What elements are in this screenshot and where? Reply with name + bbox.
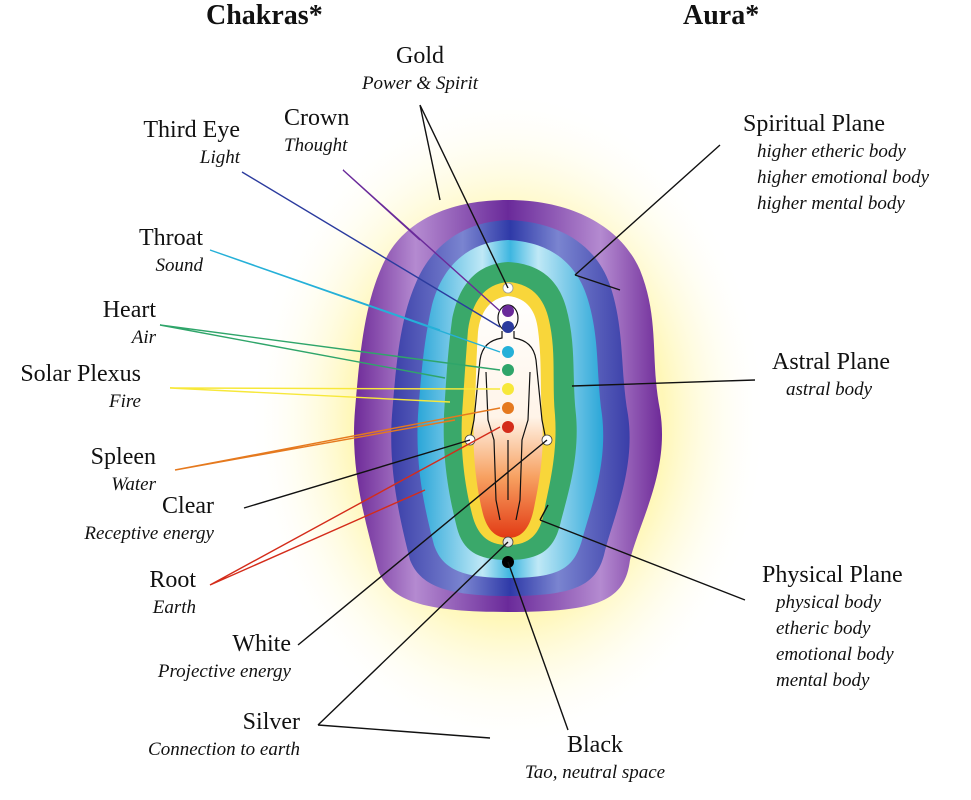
dot-heart: [502, 364, 514, 376]
physical-body-1: etheric body: [776, 618, 871, 639]
label-root-name: Root: [149, 567, 196, 593]
line-solar-plexus: [169, 387, 501, 403]
label-heart-sub: Air: [131, 327, 156, 348]
label-crown-sub: Thought: [284, 135, 348, 156]
leader-lines: [159, 104, 756, 739]
label-spleen-name: Spleen: [90, 444, 156, 470]
label-spiritual-name: Spiritual Plane: [743, 111, 885, 137]
line-root: [209, 426, 501, 586]
label-solar-plexus-sub: Fire: [108, 391, 141, 412]
label-silver-sub: Connection to earth: [148, 739, 300, 760]
label-silver: Silver Connection to earth: [100, 710, 300, 759]
label-third-eye: Third Eye Light: [80, 118, 240, 167]
label-black-sub: Tao, neutral space: [524, 762, 666, 783]
label-spleen: Spleen Water: [40, 445, 156, 494]
spiritual-body-0: higher etheric body: [757, 141, 906, 162]
label-spleen-sub: Water: [111, 474, 156, 495]
label-white-sub: Projective energy: [157, 661, 291, 682]
spiritual-body-2: higher mental body: [757, 193, 905, 214]
physical-body-3: mental body: [776, 670, 870, 691]
label-physical-name: Physical Plane: [762, 562, 903, 588]
aura-header: Aura*: [683, 0, 760, 31]
label-white: White Projective energy: [100, 632, 291, 681]
label-gold: Gold Power & Spirit: [320, 44, 520, 93]
line-white: [297, 439, 548, 646]
label-throat-name: Throat: [139, 225, 203, 251]
line-heart: [159, 324, 501, 379]
label-clear: Clear Receptive energy: [40, 494, 214, 543]
label-white-name: White: [232, 631, 291, 657]
line-physical: [539, 504, 746, 601]
label-astral-plane: Astral Plane astral body: [772, 350, 890, 399]
dot-crown: [502, 305, 514, 317]
label-black-name: Black: [567, 732, 623, 758]
chakras-header: Chakras*: [206, 0, 323, 31]
label-solar-plexus: Solar Plexus Fire: [0, 362, 141, 411]
astral-body-0: astral body: [786, 379, 873, 400]
dot-throat: [502, 346, 514, 358]
line-spiritual: [574, 144, 721, 291]
label-gold-name: Gold: [396, 43, 444, 69]
physical-body-2: emotional body: [776, 644, 894, 665]
dot-solar-plexus: [502, 383, 514, 395]
label-crown-name: Crown: [284, 105, 350, 131]
physical-body-0: physical body: [776, 592, 882, 613]
line-spleen: [174, 407, 501, 471]
label-physical-plane: Physical Plane physical body etheric bod…: [762, 563, 903, 690]
dot-root: [502, 421, 514, 433]
line-astral: [571, 379, 756, 387]
label-clear-name: Clear: [162, 493, 214, 519]
line-crown: [342, 169, 501, 312]
spiritual-body-1: higher emotional body: [757, 167, 930, 188]
label-crown: Crown Thought: [284, 106, 349, 155]
line-throat: [209, 249, 501, 353]
label-solar-plexus-name: Solar Plexus: [20, 361, 141, 387]
line-gold: [419, 104, 509, 289]
label-third-eye-sub: Light: [199, 147, 240, 168]
line-third-eye: [241, 171, 501, 328]
label-root: Root Earth: [60, 568, 196, 617]
line-black: [507, 561, 569, 731]
label-throat-sub: Sound: [155, 255, 204, 276]
aura-layer-core: [473, 296, 543, 538]
dot-spleen: [502, 402, 514, 414]
label-gold-sub: Power & Spirit: [361, 73, 479, 94]
label-clear-sub: Receptive energy: [84, 523, 214, 544]
label-root-sub: Earth: [152, 597, 196, 618]
label-astral-name: Astral Plane: [772, 349, 890, 375]
label-silver-name: Silver: [242, 709, 300, 735]
label-heart: Heart Air: [40, 298, 156, 347]
label-throat: Throat Sound: [60, 226, 203, 275]
label-spiritual-plane: Spiritual Plane higher etheric body high…: [743, 112, 929, 213]
line-clear: [243, 439, 471, 509]
line-silver: [317, 541, 509, 739]
label-heart-name: Heart: [102, 297, 156, 323]
label-third-eye-name: Third Eye: [143, 117, 240, 143]
dot-third-eye: [502, 321, 514, 333]
label-black: Black Tao, neutral space: [495, 733, 695, 782]
